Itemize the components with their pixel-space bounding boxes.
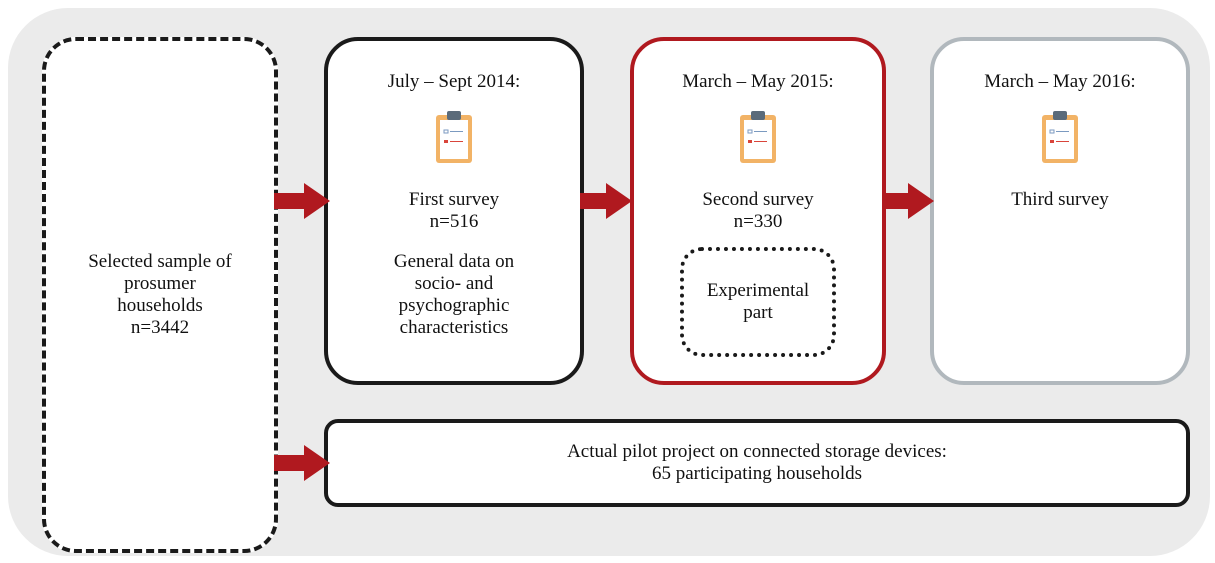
first-survey-date: July – Sept 2014:	[387, 71, 521, 92]
second-survey-box: March – May 2015: Second survey n=330 Ex…	[630, 37, 886, 385]
second-survey-title: Second survey	[702, 189, 814, 210]
clipboard-icon	[436, 111, 472, 163]
first-survey-desc-2: socio- and	[414, 273, 494, 294]
experimental-part-box: Experimental part	[680, 247, 836, 357]
experimental-line-2: part	[743, 302, 773, 323]
pilot-line-2: 65 participating households	[651, 463, 863, 484]
first-survey-n: n=516	[429, 211, 479, 232]
first-survey-box: July – Sept 2014: First survey n=516 Gen…	[324, 37, 584, 385]
second-survey-n: n=330	[733, 211, 783, 232]
third-survey-title: Third survey	[1011, 189, 1109, 210]
sample-line-3: households	[117, 295, 203, 316]
arrow-right-icon	[882, 183, 934, 219]
sample-box: Selected sample of prosumer households n…	[42, 37, 278, 553]
second-survey-date: March – May 2015:	[682, 71, 834, 92]
arrow-right-icon	[274, 183, 330, 219]
clipboard-icon	[1042, 111, 1078, 163]
pilot-project-box: Actual pilot project on connected storag…	[324, 419, 1190, 507]
first-survey-desc-1: General data on	[393, 251, 515, 272]
first-survey-title: First survey	[408, 189, 500, 210]
arrow-right-icon	[580, 183, 632, 219]
sample-line-2: prosumer	[124, 273, 196, 294]
first-survey-desc-3: psychographic	[398, 295, 510, 316]
third-survey-date: March – May 2016:	[984, 71, 1136, 92]
sample-line-1: Selected sample of	[88, 251, 232, 272]
clipboard-icon	[740, 111, 776, 163]
pilot-line-1: Actual pilot project on connected storag…	[567, 441, 947, 462]
arrow-right-icon	[274, 445, 330, 481]
third-survey-box: March – May 2016: Third survey	[930, 37, 1190, 385]
sample-line-4: n=3442	[130, 317, 190, 338]
first-survey-desc-4: characteristics	[399, 317, 509, 338]
experimental-line-1: Experimental	[706, 280, 810, 301]
